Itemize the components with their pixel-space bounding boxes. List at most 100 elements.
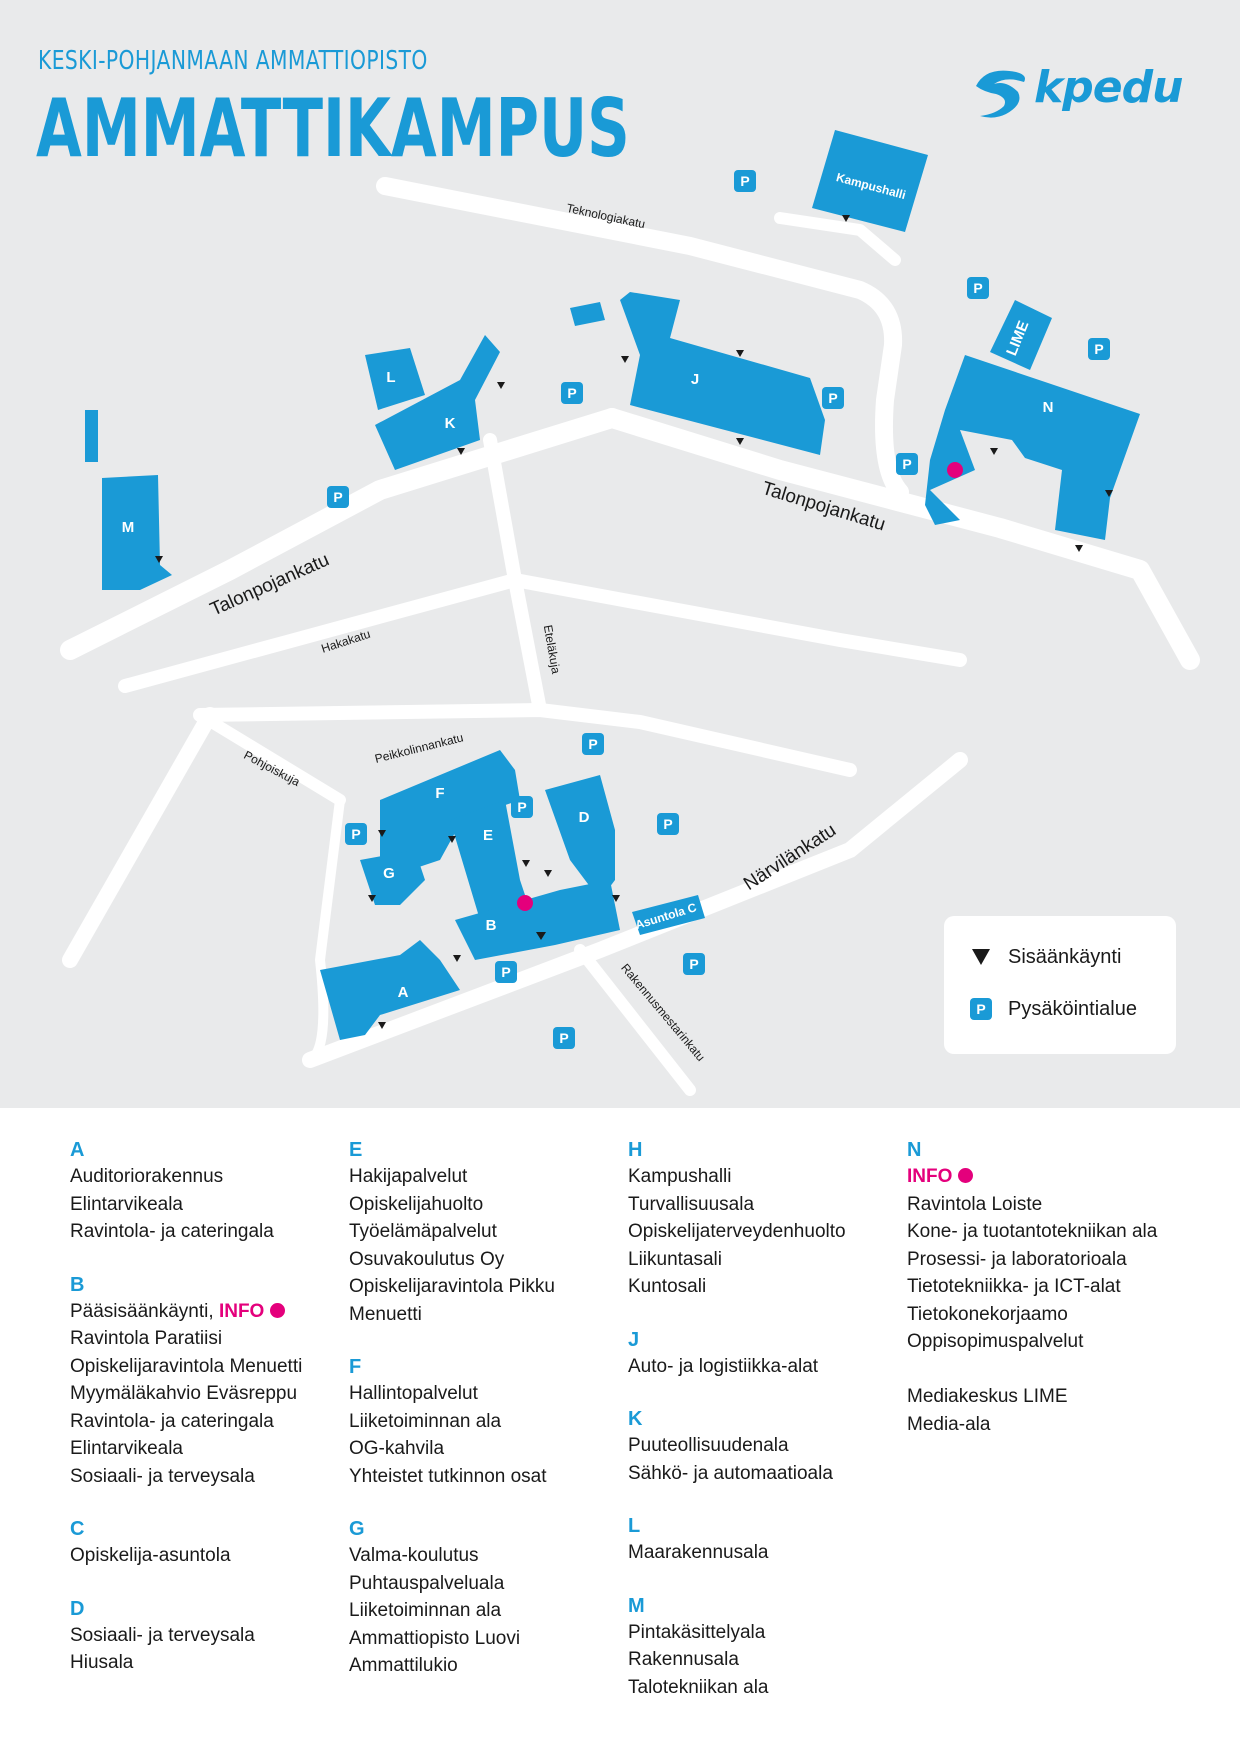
entrance-triangle-icon — [1075, 545, 1083, 552]
list-item: Auditoriorakennus — [70, 1166, 224, 1187]
directory-group-f: F Hallintopalvelut Liiketoiminnan ala OG… — [349, 1355, 619, 1490]
building-j-wing — [570, 302, 605, 326]
parking-icon: P — [553, 1027, 575, 1049]
directory-group-c: C Opiskelija-asuntola — [70, 1517, 340, 1570]
label-m: M — [122, 519, 135, 536]
entrance-markers — [155, 215, 1113, 1029]
parking-icon: P — [657, 813, 679, 835]
info-label: INFO — [907, 1166, 953, 1187]
road-kampushalli-drive — [774, 212, 901, 266]
list-item: Ravintola Paratiisi — [70, 1328, 223, 1349]
list-item: Pääsisäänkäynti, INFO — [70, 1298, 340, 1326]
parking-icon: P — [967, 277, 989, 299]
svg-text:P: P — [663, 816, 672, 832]
list-item: Elintarvikeala — [70, 1438, 183, 1459]
legend-parking-label: Pysäköintialue — [1008, 997, 1137, 1020]
list-item: Maarakennusala — [628, 1542, 769, 1563]
label-j: J — [691, 371, 699, 388]
directory-group-l: L Maarakennusala — [628, 1514, 898, 1567]
svg-text:P: P — [902, 456, 911, 472]
list-item: Työelämäpalvelut — [349, 1221, 497, 1242]
parking-icon: P — [968, 996, 994, 1022]
group-letter: N — [907, 1139, 922, 1161]
list-item: Turvallisuusala — [628, 1193, 755, 1215]
building-n — [925, 355, 1140, 540]
svg-text:P: P — [559, 1030, 568, 1046]
building-f — [380, 750, 520, 880]
group-letter: A — [70, 1139, 85, 1161]
list-item: Ammattiopisto Luovi — [349, 1627, 521, 1649]
parking-icon: P — [327, 486, 349, 508]
entrance-triangle-icon — [736, 438, 744, 445]
label-n: N — [1043, 399, 1054, 416]
label-a: A — [398, 984, 409, 1001]
road-network — [60, 177, 1200, 1096]
list-item: Opiskelijaravintola Pikku — [349, 1276, 555, 1297]
entrance-triangle-icon — [497, 382, 505, 389]
list-item: Oppisopimuspalvelut — [907, 1331, 1084, 1352]
list-item: Liiketoiminnan ala — [349, 1410, 502, 1432]
group-letter: K — [628, 1408, 643, 1430]
svg-text:P: P — [501, 964, 510, 980]
buildings — [85, 130, 1140, 1040]
header-subtitle: KESKI-POHJANMAAN AMMATTIOPISTO — [38, 46, 428, 76]
list-item: Tietotekniikka- ja ICT-alat — [907, 1276, 1121, 1297]
directory-group-j: J Auto- ja logistiikka-alat — [628, 1328, 898, 1381]
list-item: OG-kahvila — [349, 1438, 445, 1459]
road-narvilankatu — [302, 752, 968, 1068]
list-item: Ravintola- ja cateringala — [70, 1221, 274, 1242]
list-item: Hiusala — [70, 1652, 134, 1673]
entrance-triangle-icon — [453, 955, 461, 962]
directory-group-k: K Puuteollisuudenala Sähkö- ja automaati… — [628, 1407, 898, 1487]
svg-text:P: P — [333, 489, 342, 505]
directory-group-e: E Hakijapalvelut Opiskelijahuolto Työelä… — [349, 1138, 619, 1328]
list-item: Puuteollisuudenala — [628, 1435, 789, 1456]
directory-group-d: D Sosiaali- ja terveysala Hiusala — [70, 1597, 340, 1677]
list-item: Opiskelijaterveydenhuolto — [628, 1221, 846, 1242]
building-asuntola — [632, 895, 705, 935]
list-item: Sosiaali- ja terveysala — [70, 1465, 255, 1487]
group-letter: D — [70, 1597, 85, 1620]
road-diagonal-south — [62, 707, 218, 968]
map-canvas: P P P P P P P P P P P P P P Kampushalli … — [60, 130, 1200, 1096]
entrance-triangle-icon — [612, 895, 620, 902]
group-letter: G — [349, 1518, 365, 1540]
directory-group-a: A Auditoriorakennus Elintarvikeala Ravin… — [70, 1138, 340, 1246]
entrance-triangle-icon — [1105, 490, 1113, 497]
road-teknologiakatu — [376, 177, 909, 501]
entrance-triangle-icon — [842, 215, 850, 222]
group-letter: H — [628, 1139, 643, 1161]
list-item: Valma-koulutus — [349, 1545, 479, 1566]
group-letter: J — [628, 1328, 640, 1351]
group-letter: E — [349, 1139, 363, 1161]
list-item: Ravintola Loiste — [907, 1193, 1043, 1215]
main-entrance-text: Pääsisäänkäynti, — [70, 1300, 214, 1322]
page-title: AMMATTIKAMPUS — [36, 82, 630, 175]
entrance-triangle-icon — [621, 356, 629, 363]
entrance-triangle-icon — [155, 556, 163, 563]
list-item: Osuvakoulutus Oy — [349, 1248, 505, 1270]
building-d — [545, 775, 615, 900]
list-item: Myymäläkahvio Eväsreppu — [70, 1383, 298, 1404]
entrance-triangle-icon — [378, 830, 386, 837]
legend-parking: P Pysäköintialue — [968, 996, 1137, 1022]
road-etelakuja — [483, 433, 547, 717]
list-item: Hallintopalvelut — [349, 1383, 478, 1404]
parking-icon: P — [734, 170, 756, 192]
label-f: F — [435, 785, 444, 802]
building-a — [320, 940, 460, 1040]
list-item: Tietokonekorjaamo — [907, 1303, 1068, 1325]
building-b — [455, 880, 620, 960]
info-dot-n — [947, 462, 963, 478]
svg-text:P: P — [828, 390, 837, 406]
list-item: Sosiaali- ja terveysala — [70, 1624, 255, 1646]
parking-icon: P — [345, 823, 367, 845]
spacer — [907, 1356, 1177, 1384]
svg-text:P: P — [588, 736, 597, 752]
legend-entrance: Sisäänkäynti — [968, 944, 1121, 970]
legend-entrance-label: Sisäänkäynti — [1008, 945, 1122, 968]
list-item: INFO — [907, 1163, 1177, 1191]
entrance-triangle-icon — [378, 1022, 386, 1029]
parking-icon: P — [822, 387, 844, 409]
list-item: Talotekniikan ala — [628, 1676, 769, 1698]
